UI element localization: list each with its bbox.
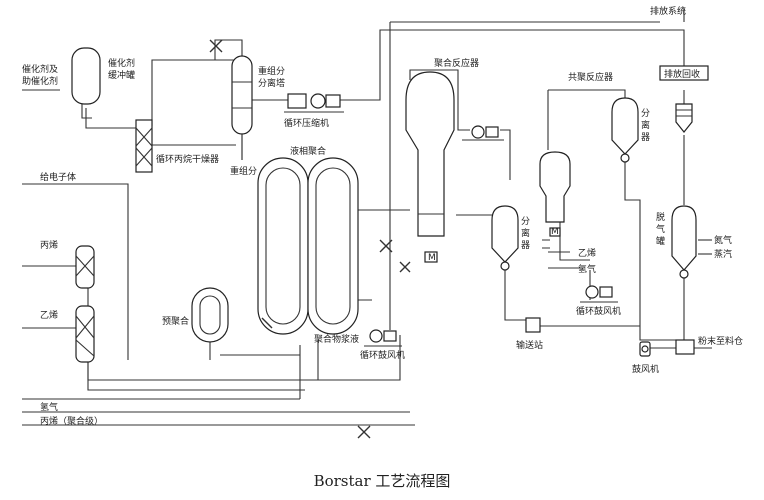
label-catalyst-tank-1: 催化剂 — [108, 57, 135, 69]
label-motor-gas-reactor: M — [428, 253, 436, 263]
label-separator-1c: 器 — [521, 240, 530, 251]
label-recycle-blower-2: 循环鼓风机 — [576, 305, 621, 317]
purge-tank — [671, 205, 697, 279]
label-catalyst-feed-1: 催化剂及 — [22, 63, 58, 75]
label-recycle-blower-1: 循环鼓风机 — [360, 349, 405, 361]
label-vent-recovery: 排放回收 — [664, 68, 700, 80]
label-purge-tank-c: 罐 — [656, 235, 665, 247]
label-vent-system: 排放系统 — [650, 5, 686, 17]
diagram-caption: Borstar 工艺流程图 — [314, 472, 451, 490]
blower — [639, 341, 651, 357]
label-purge-tank-b: 气 — [656, 223, 665, 235]
label-separator-1a: 分 — [521, 216, 530, 227]
label-hydrogen-line: 氢气 — [40, 401, 58, 413]
catalyst-buffer-tank — [71, 47, 101, 119]
label-ethylene-feed: 乙烯 — [578, 247, 596, 259]
separator-2 — [611, 97, 639, 163]
ethylene-vessel — [75, 305, 95, 363]
label-separator-2c: 器 — [641, 132, 650, 143]
label-catalyst-feed-2: 助催化剂 — [22, 75, 58, 87]
labels: 催化剂及 助催化剂 催化剂 缓冲罐 重组分 分离塔 循环压缩机 重组分 循环丙烷… — [22, 5, 743, 490]
label-liquid-polymerization: 液相聚合 — [290, 145, 326, 157]
heavy-component-separator — [231, 55, 253, 160]
label-separator-2a: 分 — [641, 108, 650, 119]
liquid-loop-reactor — [257, 157, 359, 335]
label-prepolymerization: 预聚合 — [162, 315, 189, 327]
label-recycle-propane-dryer: 循环丙烷干燥器 — [156, 153, 219, 165]
loop-recycle-blower — [364, 329, 402, 347]
label-ethylene: 乙烯 — [40, 309, 58, 321]
label-hydrogen-feed: 氢气 — [578, 263, 596, 275]
label-gas-reactor: 聚合反应器 — [434, 57, 479, 69]
label-blower: 鼓风机 — [632, 363, 659, 375]
label-propylene-line: 丙烯（聚合级） — [40, 415, 103, 427]
label-separator-2b: 离 — [641, 119, 650, 131]
label-heavy-separator-2: 分离塔 — [258, 77, 285, 89]
label-catalyst-tank-2: 缓冲罐 — [108, 69, 135, 81]
label-recycle-compressor: 循环压缩机 — [284, 117, 329, 129]
label-conveying-station: 输送站 — [516, 339, 543, 351]
recycle-compressor — [284, 93, 344, 113]
separator-1 — [491, 205, 519, 271]
label-steam: 蒸汽 — [714, 248, 732, 260]
vent-recovery-unit — [659, 65, 709, 133]
gas-reactor-recycle-blower — [462, 125, 504, 141]
label-copolymer-reactor: 共聚反应器 — [568, 71, 613, 83]
label-heavy-fraction: 重组分 — [230, 165, 257, 177]
label-purge-tank-a: 脱 — [656, 211, 665, 223]
recycle-propane-dryer — [135, 119, 153, 173]
powder-silo-box — [675, 339, 695, 355]
prepolymerization-reactor — [191, 287, 229, 343]
label-separator-1b: 离 — [521, 227, 530, 239]
control-valves — [209, 39, 550, 439]
conveying-station — [525, 317, 541, 333]
copolymer-recycle-blower — [580, 285, 618, 303]
label-nitrogen: 氮气 — [714, 234, 732, 246]
propylene-vessel — [75, 245, 95, 289]
label-propylene: 丙烯 — [40, 239, 58, 251]
label-powder-silo: 粉末至料仓 — [698, 335, 743, 347]
label-electron-donor: 给电子体 — [40, 171, 76, 183]
label-motor-copolymer: M — [551, 227, 559, 237]
gas-phase-reactor — [405, 71, 455, 263]
label-slurry: 聚合物浆液 — [314, 333, 359, 345]
label-heavy-separator-1: 重组分 — [258, 65, 285, 77]
copolymer-reactor — [539, 151, 571, 237]
